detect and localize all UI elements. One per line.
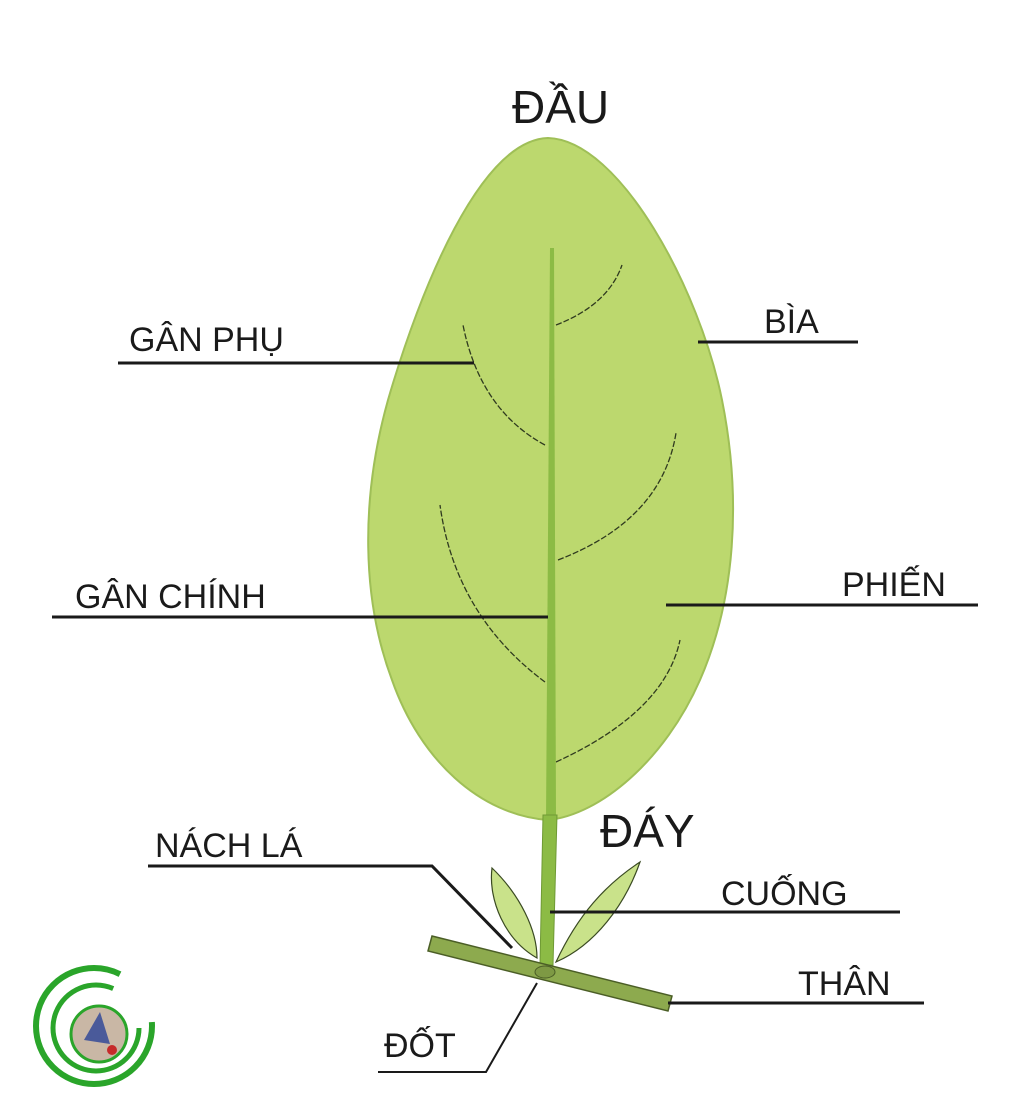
logo [33,965,155,1087]
secondary-veins [439,264,681,763]
petiole [539,814,558,966]
label-margin: BÌA [764,303,819,341]
label-midrib: GÂN CHÍNH [75,578,266,616]
midrib [546,248,556,820]
logo-outer-ring [33,965,155,1087]
logo-middle-ring [50,982,142,1074]
logo-red-dot [107,1045,117,1055]
label-stem: THÂN [798,965,891,1003]
vein-left-1 [462,324,546,446]
label-tip: ĐẦU [512,81,610,133]
vein-right-3 [555,639,681,763]
logo-figure-shape [84,1012,110,1044]
vein-left-2 [439,504,546,683]
vein-right-2 [557,432,677,561]
label-base: ĐÁY [600,805,695,857]
line-node [378,982,538,1073]
label-petiole: CUỐNG [721,875,848,913]
label-node: ĐỐT [384,1027,456,1065]
vein-right-1 [555,264,623,326]
label-secondary-vein: GÂN PHỤ [129,321,284,359]
node [534,965,556,979]
label-blade: PHIẾN [842,566,946,604]
leader-lines [52,340,978,1005]
line-axil [148,864,514,950]
label-axil: NÁCH LÁ [155,827,303,865]
stipule-left [490,866,538,960]
